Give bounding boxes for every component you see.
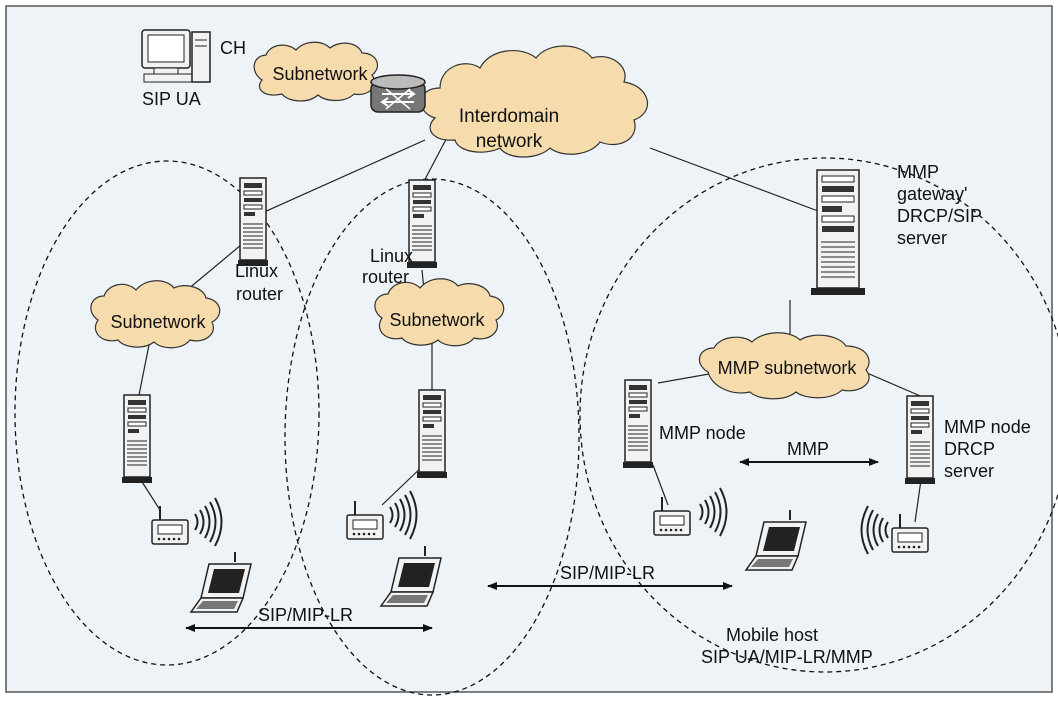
mmp-subnetwork-label: MMP subnetwork [718,358,858,378]
cloud-subnetwork-top: Subnetwork [253,41,379,102]
coverage-area-left [14,160,320,666]
subnetwork-top-label: Subnetwork [272,64,368,84]
cloud-icon [374,278,505,347]
cloud-subnetwork-middle: Subnetwork [374,278,505,347]
linux-router-left: Linux router [235,177,283,304]
mmp-gateway: MMP gateway' DRCP/SIP server [810,162,982,296]
cloud-icon [90,280,221,349]
server-rack-icon [810,169,866,296]
cloud-icon [698,332,870,400]
sip-mip-lr-left-label: SIP/MIP-LR [258,605,353,625]
cloud-mmp-subnetwork: MMP subnetwork [698,332,870,400]
coverage-areas [14,157,1058,696]
cloud-icon [253,41,379,102]
server-tower-icon [904,395,936,485]
sip-ua-label: SIP UA [142,89,201,109]
subnetwork-middle-label: Subnetwork [389,310,485,330]
workstation-icon [141,29,211,83]
server-tower-icon [416,389,448,479]
mmp-node-right: MMP node DRCP server [904,395,1031,485]
sip-mip-lr-right-label: SIP/MIP-LR [560,563,655,583]
server-tower-icon [237,177,269,267]
linux-router-mid-label-1: Linux [370,246,413,266]
linux-router-mid-label-2: router [362,267,409,287]
server-tower-icon [121,394,153,484]
mmp-node-right-label-1: MMP node [944,417,1031,437]
cloud-interdomain-network: Interdomain network [420,45,649,158]
interdomain-label-2: network [476,131,543,152]
router-icon [370,74,426,113]
server-tower-icon [622,379,654,469]
coverage-area-mmp [579,157,1058,673]
ch-label: CH [220,38,246,58]
mmp-gateway-label-3: DRCP/SIP [897,206,982,226]
mmp-node-right-label-3: server [944,461,994,481]
linux-router-left-label-2: router [236,284,283,304]
mmp-node-left: MMP node [622,379,746,469]
mobile-host-label-2: SIP UA/MIP-LR/MMP [701,647,873,667]
coverage-area-middle [284,178,580,696]
mobile-host-label-1: Mobile host [726,625,818,645]
interdomain-label-1: Interdomain [459,106,559,127]
linux-router-middle: Linux router [362,179,438,287]
linux-router-left-label-1: Linux [235,261,278,281]
mmp-gateway-label-4: server [897,228,947,248]
arrows [185,458,879,632]
mmp-node-left-label: MMP node [659,423,746,443]
mmp-gateway-label-1: MMP [897,162,939,182]
mmp-gateway-label-2: gateway' [897,184,967,204]
correspondent-host: CH SIP UA [141,29,246,109]
mmp-node-right-label-2: DRCP [944,439,995,459]
subnetwork-left-label: Subnetwork [110,312,206,332]
mmp-link-label: MMP [787,439,829,459]
cloud-icon [420,45,649,158]
cloud-subnetwork-left: Subnetwork [90,280,221,349]
